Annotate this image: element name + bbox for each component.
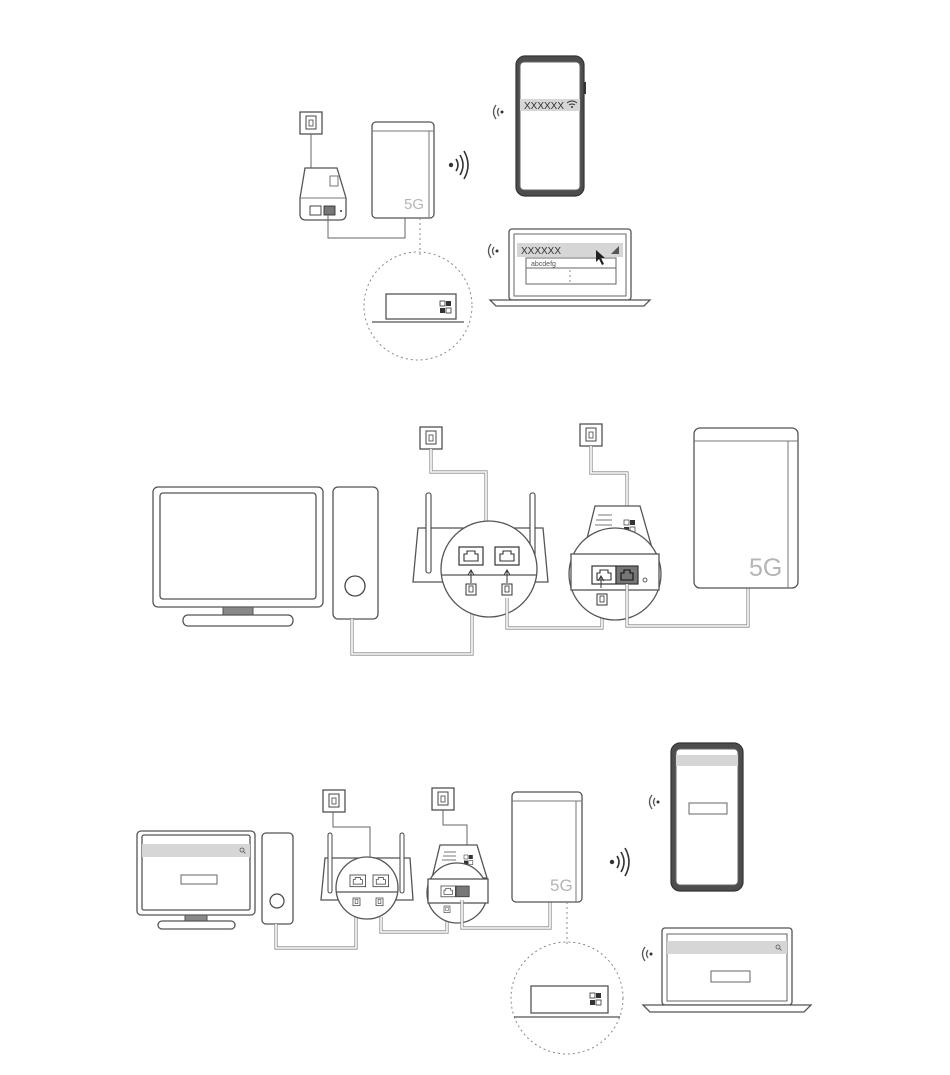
router-wall-socket-small xyxy=(323,790,345,812)
desktop-monitor-browser xyxy=(137,831,255,929)
cpe-5g-router: 5G xyxy=(372,122,434,218)
router-wall-socket xyxy=(420,427,442,449)
pc-tower-small xyxy=(262,833,293,924)
router-lan-port-2 xyxy=(495,547,519,565)
5g-logo-large: 5G xyxy=(749,554,782,582)
scene-wired-connection: 5G xyxy=(153,424,798,654)
poe-adapter xyxy=(300,168,346,220)
router-lan-port-1 xyxy=(459,547,483,565)
scene-full-network: 5G xyxy=(137,743,811,1054)
poe-poe-port xyxy=(616,566,638,584)
cpe-bottom-detail-magnified xyxy=(364,252,472,360)
laptop-other-ssid-item[interactable]: abcdefg xyxy=(531,261,556,268)
wifi-broadcast-icon xyxy=(449,151,468,179)
laptop-wifi-ssid-item[interactable]: XXXXXX xyxy=(521,246,561,257)
cpe-bottom-detail-magnified-2 xyxy=(511,942,623,1054)
poe-lan-port xyxy=(592,566,616,584)
cpe-5g-router-small: 5G xyxy=(512,792,582,902)
home-router xyxy=(413,493,548,617)
desktop-monitor xyxy=(153,487,323,626)
poe-adapter-small xyxy=(427,845,488,923)
wall-socket xyxy=(300,112,322,134)
scene-wifi-connection: 5G XXXXXX xyxy=(300,56,650,360)
phone-browser-input[interactable] xyxy=(689,803,727,814)
home-router-small xyxy=(321,833,413,919)
phone-wifi-icon-2 xyxy=(650,795,660,809)
cpe-5g-router-large: 5G xyxy=(694,428,798,588)
poe-wall-socket xyxy=(580,424,602,446)
wifi-ssid-item[interactable]: XXXXXX xyxy=(524,101,564,112)
poe-wall-socket-small xyxy=(432,788,454,810)
ethernet-plug-1 xyxy=(466,584,476,595)
5g-logo: 5G xyxy=(404,196,424,213)
laptop-wifi-icon xyxy=(489,244,499,258)
laptop-browser xyxy=(643,928,811,1012)
laptop-wifi-icon-2 xyxy=(643,947,653,961)
smartphone: XXXXXX xyxy=(516,56,586,196)
laptop-browser-input[interactable] xyxy=(711,971,750,982)
wifi-broadcast-icon-2 xyxy=(610,848,629,876)
poe-adapter-magnified xyxy=(569,506,661,620)
phone-wifi-icon xyxy=(494,105,504,119)
browser-input-field[interactable] xyxy=(181,875,217,884)
laptop: XXXXXX abcdefg xyxy=(490,229,650,306)
5g-logo-small: 5G xyxy=(550,876,573,895)
pc-tower xyxy=(333,487,378,619)
ethernet-plug-2 xyxy=(502,584,512,595)
smartphone-browser xyxy=(671,743,743,891)
